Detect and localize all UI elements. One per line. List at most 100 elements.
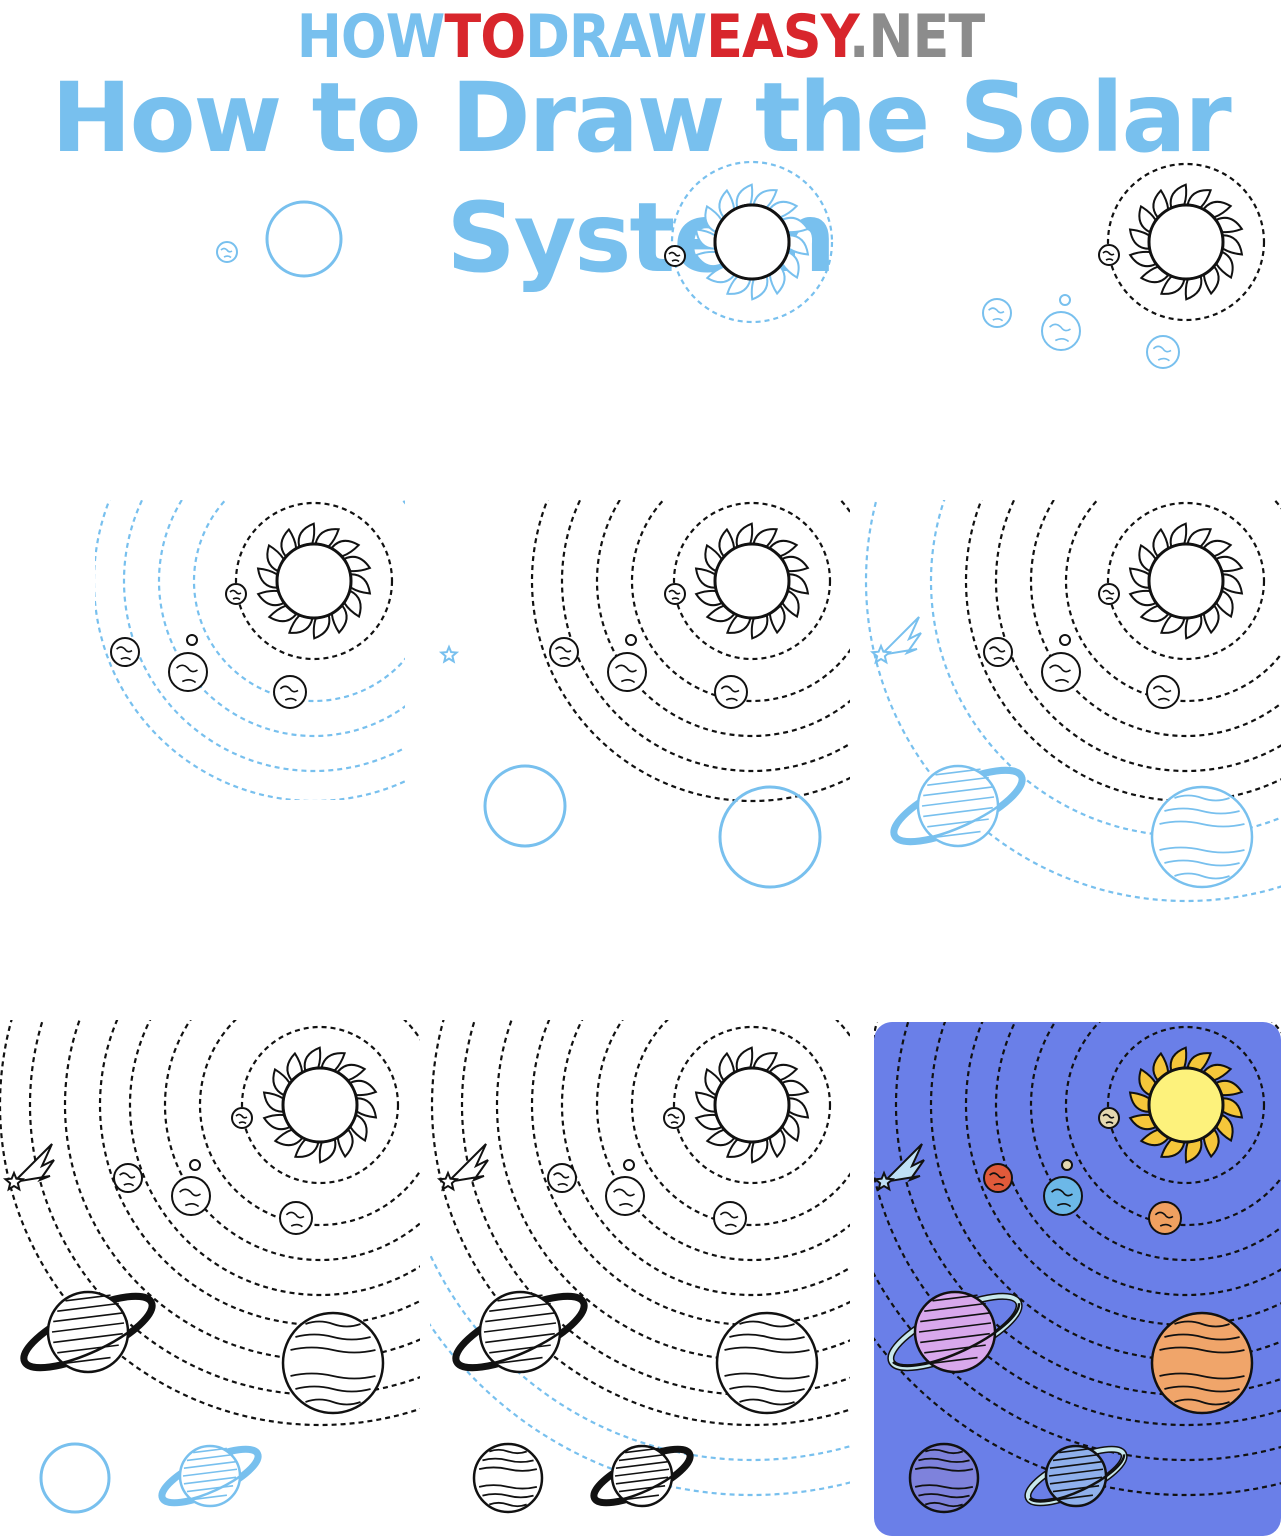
sun-flare [1128, 1113, 1157, 1131]
sun-flare [725, 1138, 752, 1158]
comet-icon [436, 1143, 489, 1192]
planet-band [927, 818, 989, 828]
planet-detail [615, 664, 637, 673]
sun-icon [1128, 183, 1244, 301]
planet-detail [1051, 1188, 1073, 1197]
earth-icon [1043, 1176, 1083, 1216]
planet-detail [1152, 345, 1172, 353]
planet-band [53, 1312, 123, 1323]
sun-flare [694, 1113, 723, 1131]
planet-band [485, 1332, 555, 1344]
orbit-line [240, 1025, 400, 1185]
sun-flare [1128, 589, 1157, 607]
planet-band [305, 1398, 361, 1406]
planet-detail [279, 685, 299, 693]
sun-flare [356, 1097, 378, 1119]
sun-flare [1159, 1138, 1186, 1158]
planet-detail [179, 1188, 201, 1197]
orbit-line [430, 1322, 850, 1496]
planet-detail [1049, 664, 1071, 673]
planet-body [625, 634, 637, 646]
ringed-planet-icon [590, 1444, 694, 1508]
planet-body [1041, 652, 1081, 692]
planet-detail [181, 679, 197, 684]
planet-body [281, 1311, 385, 1415]
planet-detail [290, 1223, 303, 1228]
orbit-line [1106, 501, 1266, 661]
planet-band [739, 1320, 795, 1328]
planet-detail [671, 597, 680, 601]
planet-band [183, 1460, 237, 1469]
planet-icon [982, 298, 1012, 328]
planet-icon [663, 1107, 685, 1129]
planet-body [110, 637, 140, 667]
planet-detail [284, 697, 297, 702]
planet-band [615, 1460, 669, 1469]
planet-band [1049, 1460, 1103, 1469]
orbit-line [670, 160, 834, 324]
sun-flare [1128, 250, 1157, 268]
orbit-line [128, 1020, 420, 1297]
comet-tail [11, 1143, 55, 1184]
logo-net: .NET [848, 2, 985, 72]
planet-outline [483, 764, 567, 848]
planet-detail [620, 679, 636, 684]
sun-flare [1215, 1079, 1244, 1097]
planet-ring-front [892, 1303, 1021, 1368]
neptune-icon [908, 1442, 980, 1514]
sun-flare [1186, 528, 1213, 548]
planet-detail [993, 656, 1005, 661]
planet-band [305, 1320, 361, 1328]
planet-detail [1049, 323, 1071, 332]
planet-band [65, 1294, 111, 1302]
orbit-line [1029, 500, 1281, 738]
planet-icon [983, 637, 1013, 667]
planet-body [186, 634, 198, 646]
planet-band [182, 1468, 238, 1477]
logo-draw: DRAW [525, 2, 707, 72]
sun-outline [265, 200, 343, 278]
planet-icon [1098, 583, 1120, 605]
step-8-panel [430, 1020, 850, 1514]
planet-body [664, 583, 686, 605]
ringed-planet-icon [158, 1444, 262, 1508]
planet-band [1164, 807, 1240, 815]
planet-band [921, 796, 995, 807]
planet-detail [1054, 679, 1070, 684]
site-logo[interactable]: HOWTODRAWEASY.NET [0, 2, 1281, 72]
planet-icon [1098, 244, 1120, 266]
step-7-panel [0, 1020, 420, 1514]
sun-flare [262, 1091, 284, 1113]
planet-band [625, 1494, 659, 1501]
sun-flare [314, 528, 341, 548]
planet-detail [719, 1211, 739, 1219]
sun-flare [1184, 275, 1203, 301]
planet-body [189, 1159, 201, 1171]
planet-detail [553, 1172, 570, 1179]
planet-band [489, 1344, 551, 1354]
planet-band [1174, 794, 1230, 802]
sun-flare [350, 573, 372, 595]
planet-band [914, 1484, 974, 1490]
sun-flare [781, 1079, 810, 1097]
planet-detail [993, 1182, 1005, 1187]
planet-icon [549, 637, 579, 667]
planet-body [1061, 1159, 1073, 1171]
sun-flare [725, 614, 752, 634]
planet-band [923, 806, 993, 818]
planet-icon [279, 1201, 313, 1235]
sun-flare [694, 567, 716, 589]
planet-icon [1041, 652, 1081, 692]
planet-band [53, 1332, 123, 1344]
planet-band [489, 1302, 551, 1312]
planet-icon [231, 1107, 253, 1129]
planet-detail [1102, 250, 1115, 256]
orbit-line [530, 500, 850, 803]
planet-body [216, 241, 238, 263]
sun-body [275, 542, 353, 620]
planet-body [171, 1176, 211, 1216]
planet-ring-front [162, 1454, 260, 1503]
planet-body [273, 675, 307, 709]
planet-band [1164, 859, 1240, 867]
sun-flare [750, 1138, 769, 1164]
